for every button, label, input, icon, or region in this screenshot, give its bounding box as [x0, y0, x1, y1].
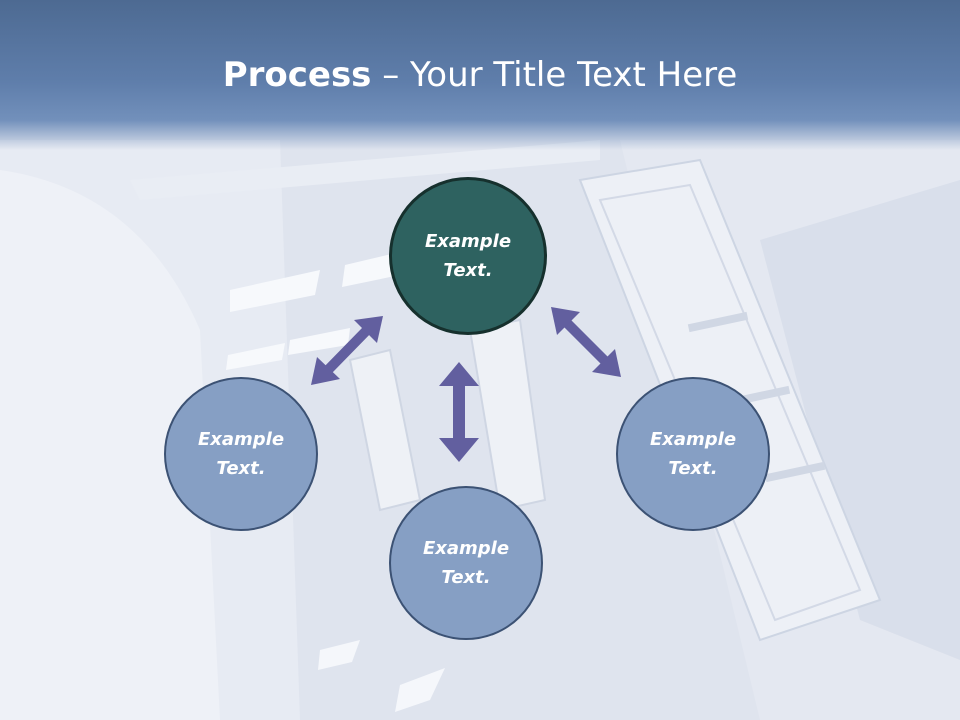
process-node-bottom: Example Text. [389, 486, 543, 640]
process-node-top-label: Example Text. [424, 231, 512, 281]
title-band [0, 0, 960, 150]
arrow-vertical [439, 362, 479, 462]
slide-title: Process – Your Title Text Here [0, 52, 960, 98]
process-node-bottom-label: Example Text. [422, 538, 510, 588]
process-node-top: Example Text. [389, 177, 547, 335]
process-node-left-label: Example Text. [197, 429, 285, 479]
arrow-top-left [311, 316, 383, 385]
slide-title-rest: – Your Title Text Here [371, 55, 738, 95]
slide-title-bold: Process [222, 55, 372, 95]
process-node-right: Example Text. [616, 377, 770, 531]
process-node-right-label: Example Text. [649, 429, 737, 479]
arrow-top-right [551, 307, 621, 377]
process-node-left: Example Text. [164, 377, 318, 531]
